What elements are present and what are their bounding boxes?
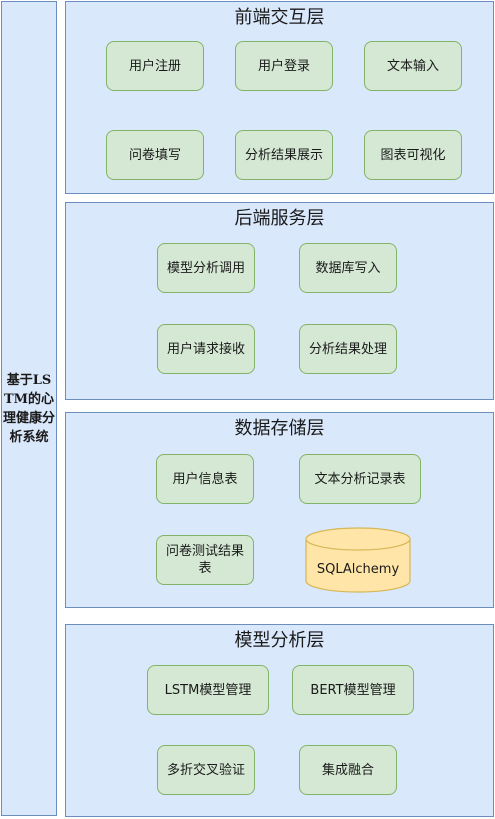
node-text-input: 文本输入	[364, 41, 462, 91]
node-kfold-validation: 多折交叉验证	[157, 745, 255, 795]
layer-title-storage: 数据存储层	[234, 418, 325, 439]
node-questionnaire-result-table: 问卷测试结果表	[156, 535, 254, 585]
database-cylinder: SQLAlchemy	[305, 527, 411, 593]
database-icon	[305, 527, 411, 593]
node-result-processing: 分析结果处理	[299, 324, 397, 374]
node-text-analysis-table: 文本分析记录表	[299, 454, 421, 504]
node-result-display: 分析结果展示	[235, 130, 333, 180]
layer-title-backend: 后端服务层	[234, 208, 325, 229]
layer-model: 模型分析层 LSTM模型管理 BERT模型管理 多折交叉验证 集成融合	[65, 624, 494, 817]
node-questionnaire-fill: 问卷填写	[106, 130, 204, 180]
node-db-write: 数据库写入	[299, 243, 397, 293]
layer-storage: 数据存储层 用户信息表 文本分析记录表 问卷测试结果表 SQLAlchemy	[65, 412, 494, 608]
layer-title-frontend: 前端交互层	[234, 7, 325, 28]
node-user-login: 用户登录	[235, 41, 333, 91]
node-user-info-table: 用户信息表	[156, 454, 254, 504]
node-chart-visualization: 图表可视化	[364, 130, 462, 180]
node-user-register: 用户注册	[106, 41, 204, 91]
node-lstm-management: LSTM模型管理	[147, 665, 269, 715]
layer-backend: 后端服务层 模型分析调用 数据库写入 用户请求接收 分析结果处理	[65, 202, 494, 400]
system-title-panel: 基于LSTM的心理健康分析系统	[1, 1, 57, 816]
node-model-call: 模型分析调用	[157, 243, 255, 293]
system-title: 基于LSTM的心理健康分析系统	[2, 372, 55, 445]
database-label: SQLAlchemy	[316, 562, 400, 577]
layer-title-model: 模型分析层	[234, 630, 325, 651]
layer-frontend: 前端交互层 用户注册 用户登录 文本输入 问卷填写 分析结果展示 图表可视化	[65, 1, 494, 194]
node-bert-management: BERT模型管理	[292, 665, 414, 715]
node-ensemble-fusion: 集成融合	[299, 745, 397, 795]
node-request-receive: 用户请求接收	[157, 324, 255, 374]
